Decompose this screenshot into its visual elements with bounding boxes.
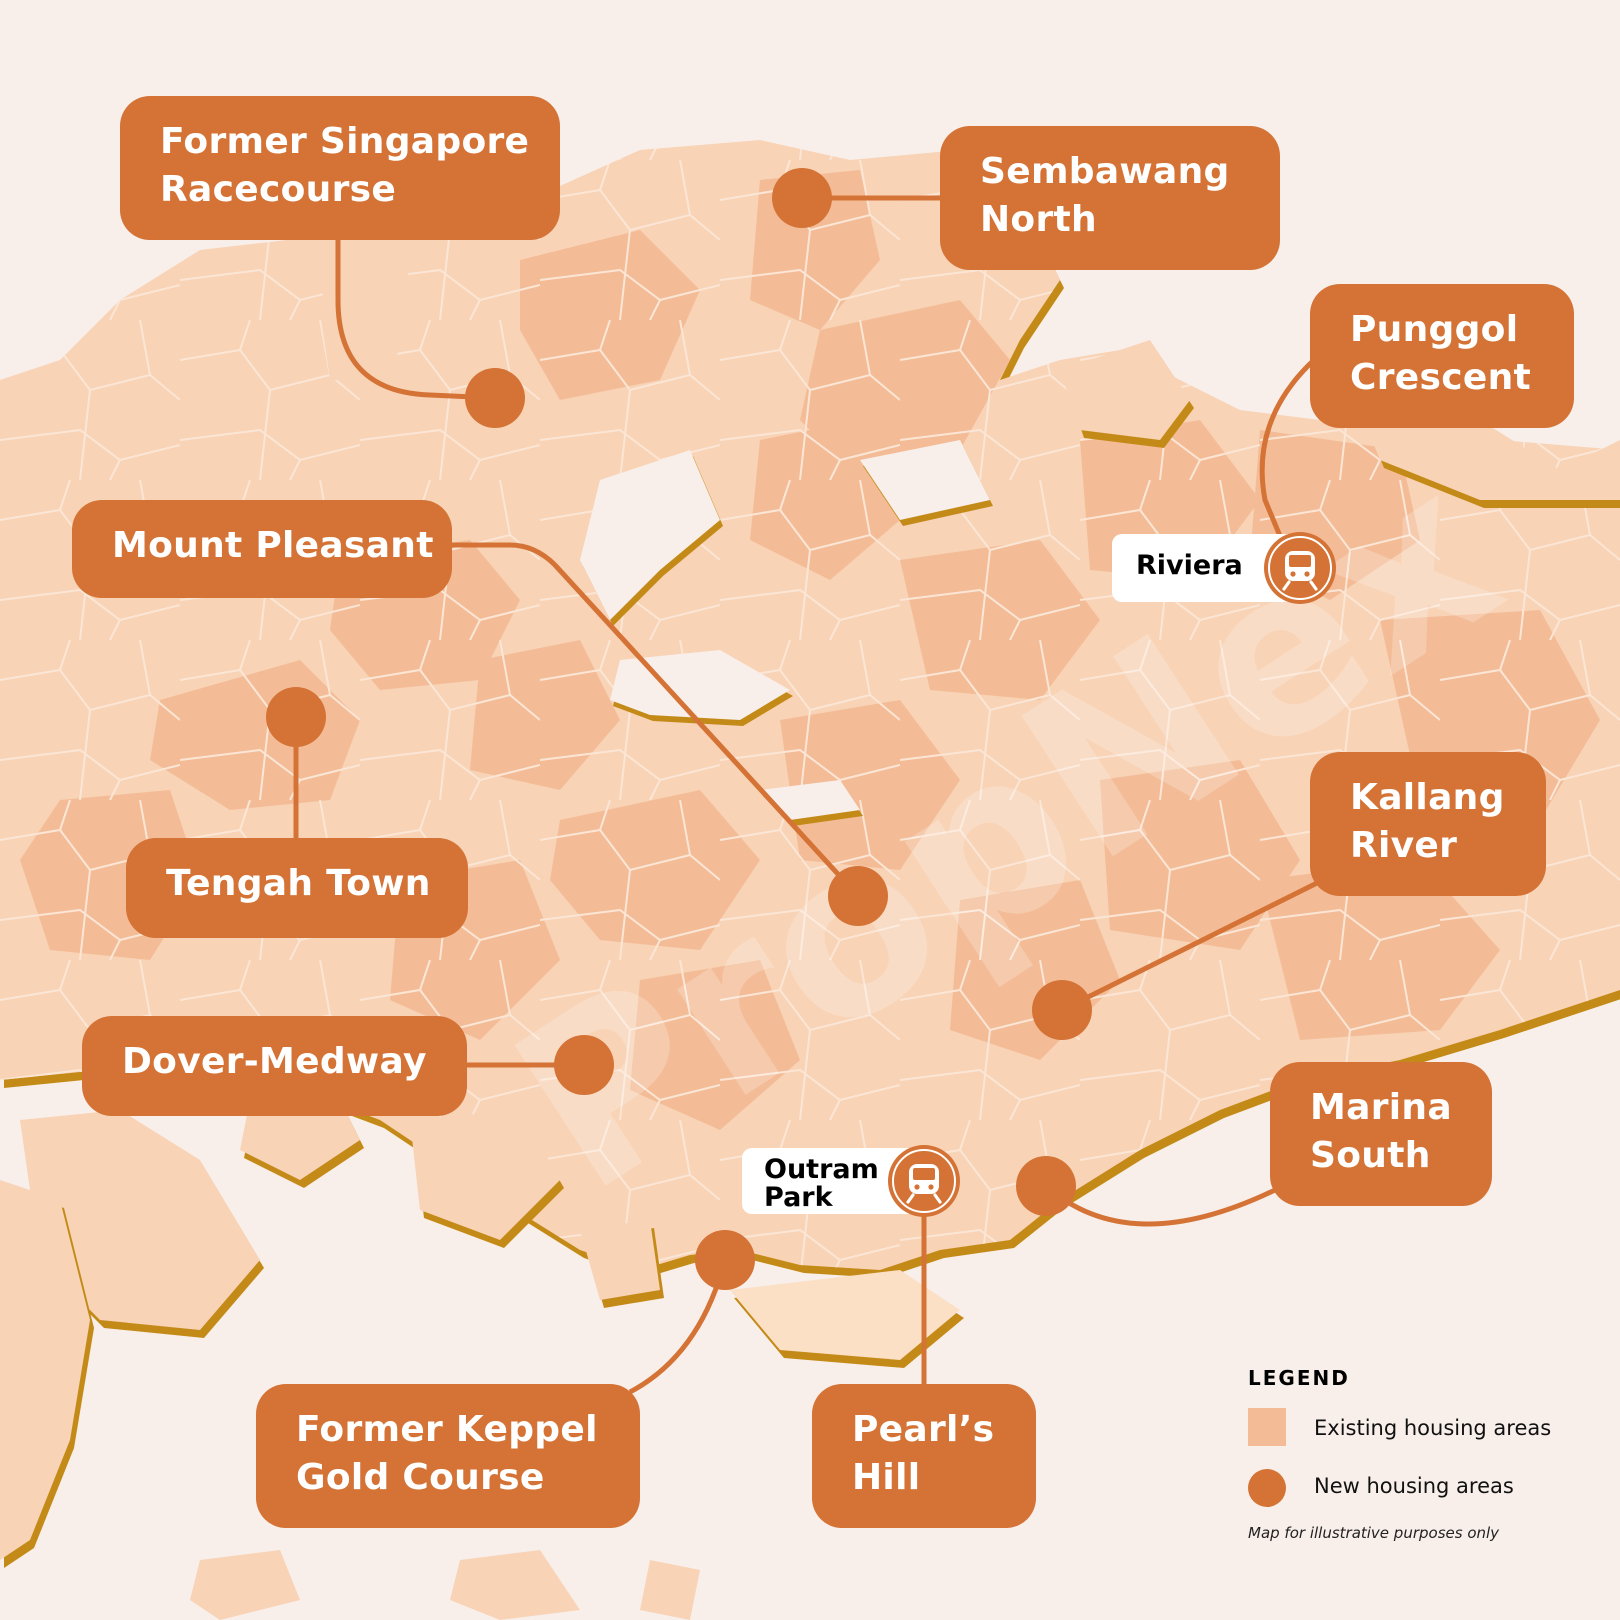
site-label-sembawang-north[interactable]: Sembawang North xyxy=(940,126,1280,270)
site-label-line: South xyxy=(1310,1135,1431,1176)
site-label-line: River xyxy=(1350,825,1458,866)
new-housing-sites xyxy=(266,168,1092,1290)
legend-item-existing: Existing housing areas xyxy=(1314,1416,1552,1440)
site-label-line: Hill xyxy=(852,1457,921,1498)
site-label-punggol-crescent[interactable]: Punggol Crescent xyxy=(1310,284,1574,428)
site-label-line: Tengah Town xyxy=(166,863,431,904)
site-label-dover-medway[interactable]: Dover-Medway xyxy=(82,1016,467,1116)
legend-item-new: New housing areas xyxy=(1314,1474,1514,1498)
station-name: Riviera xyxy=(1136,550,1243,581)
site-dot-marina-south[interactable] xyxy=(1016,1156,1076,1216)
site-dot-former-keppel-golf-course[interactable] xyxy=(695,1230,755,1290)
site-label-line: Sembawang xyxy=(980,151,1230,192)
station-label-outram-park[interactable]: Outram Park xyxy=(742,1148,922,1214)
site-label-line: Pearl’s xyxy=(852,1409,995,1450)
site-label-former-singapore-racecourse[interactable]: Former Singapore Racecourse xyxy=(120,96,560,240)
reservoirs xyxy=(580,440,993,826)
site-label-kallang-river[interactable]: Kallang River xyxy=(1310,752,1546,896)
existing-housing-swatch xyxy=(1248,1408,1286,1446)
new-housing-swatch xyxy=(1248,1469,1286,1507)
site-label-line: Former Singapore xyxy=(160,121,530,162)
site-label-line: Marina xyxy=(1310,1087,1452,1128)
site-label-mount-pleasant[interactable]: Mount Pleasant xyxy=(72,500,452,598)
site-label-line: Dover-Medway xyxy=(122,1041,427,1082)
site-label-line: Mount Pleasant xyxy=(112,525,434,566)
mainland-districts xyxy=(0,140,1620,1270)
site-label-line: North xyxy=(980,199,1097,240)
legend-note: Map for illustrative purposes only xyxy=(1248,1524,1500,1542)
site-dot-dover-medway[interactable] xyxy=(554,1035,614,1095)
station-name: Park xyxy=(764,1182,833,1213)
site-label-tengah-town[interactable]: Tengah Town xyxy=(126,838,468,938)
legend-title: LEGEND xyxy=(1248,1366,1350,1390)
site-label-line: Crescent xyxy=(1350,357,1532,398)
site-dot-sembawang-north[interactable] xyxy=(772,168,832,228)
station-label-riviera[interactable]: Riviera xyxy=(1112,534,1302,602)
site-dot-kallang-river[interactable] xyxy=(1032,980,1092,1040)
site-label-pearls-hill[interactable]: Pearl’s Hill xyxy=(812,1384,1036,1528)
site-label-marina-south[interactable]: Marina South xyxy=(1270,1062,1492,1206)
train-icon xyxy=(1264,532,1336,604)
station-name: Outram xyxy=(764,1154,879,1185)
site-label-former-keppel-golf-course[interactable]: Former Keppel Gold Course xyxy=(256,1384,640,1528)
site-label-line: Racecourse xyxy=(160,169,397,210)
site-dot-former-singapore-racecourse[interactable] xyxy=(465,368,525,428)
site-dot-tengah-town[interactable] xyxy=(266,687,326,747)
site-label-line: Gold Course xyxy=(296,1457,545,1498)
train-icon xyxy=(888,1145,960,1217)
site-label-line: Former Keppel xyxy=(296,1409,598,1450)
offshore-islands xyxy=(0,245,1620,1620)
site-label-line: Kallang xyxy=(1350,777,1505,818)
site-dot-mount-pleasant[interactable] xyxy=(828,866,888,926)
site-label-line: Punggol xyxy=(1350,309,1519,350)
